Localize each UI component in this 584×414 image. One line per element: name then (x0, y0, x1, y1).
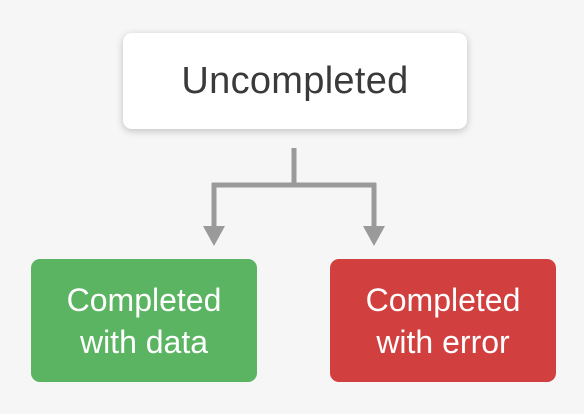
state-uncompleted-label: Uncompleted (181, 59, 409, 102)
state-completed-with-data-text: Completed with data (67, 279, 222, 363)
state-completed-with-error-line2: with error (376, 323, 510, 360)
state-completed-with-error-node: Completed with error (330, 259, 556, 382)
state-completed-with-error-line1: Completed (365, 281, 521, 318)
state-completed-with-data-line1: Completed (66, 281, 222, 318)
arrowhead-right-icon (363, 226, 385, 246)
arrowhead-left-icon (203, 226, 225, 246)
state-completed-with-data-line2: with data (79, 323, 209, 360)
state-uncompleted-node: Uncompleted (123, 33, 467, 129)
state-completed-with-error-text: Completed with error (366, 279, 521, 363)
state-completed-with-data-node: Completed with data (31, 259, 257, 382)
